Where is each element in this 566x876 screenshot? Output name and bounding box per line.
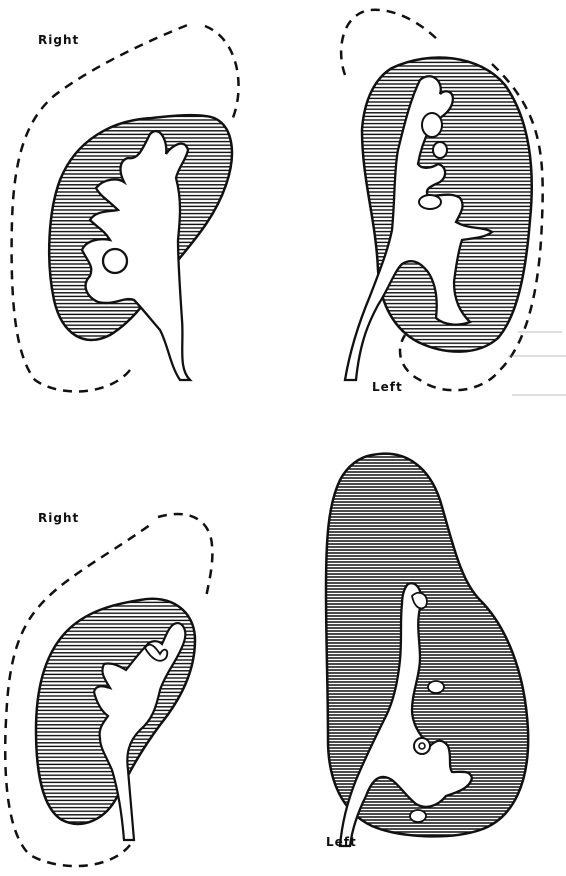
scan-artifacts — [508, 332, 566, 395]
label-right-bottom: Right — [38, 511, 79, 525]
kidney-top-right-side — [12, 24, 239, 391]
kidney-bottom-right-side — [5, 514, 212, 866]
calyx-bottom-right-2 — [428, 681, 444, 693]
calyx-top-right-3 — [419, 195, 441, 209]
calyx-top-right-2 — [433, 142, 447, 158]
kidney-bottom-left-side — [326, 454, 528, 846]
label-right-top: Right — [38, 33, 79, 47]
calyx-top-right-1 — [422, 113, 442, 137]
calyx-bottom-right-3 — [410, 810, 426, 822]
stone-ring-bottom-right-inner — [419, 743, 425, 749]
kidney-top-left-side — [341, 10, 543, 390]
label-left-top: Left — [372, 380, 403, 394]
stone-top-left — [103, 249, 127, 273]
label-left-bottom: Left — [326, 835, 357, 849]
